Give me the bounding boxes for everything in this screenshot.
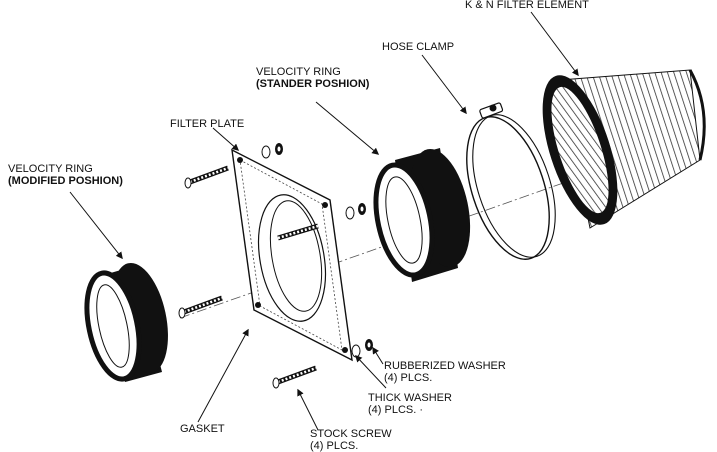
label-velocity-standard-line1: VELOCITY RING [256,66,341,78]
label-kn-filter-element: K & N FILTER ELEMENT [465,0,589,11]
label-stock-screw: STOCK SCREW (4) PLCS. [310,428,392,452]
label-velocity-standard-line2: (STANDER POSHION) [256,78,370,90]
filter-plate [231,148,353,362]
label-velocity-ring-modified: VELOCITY RING (MODIFIED POSHION) [8,163,123,187]
stock-screws [178,165,319,389]
label-rubberized-washer-line1: RUBBERIZED WASHER [384,360,506,372]
label-thick-washer-line1: THICK WASHER [368,392,452,404]
kn-filter-element [542,69,706,229]
label-velocity-modified-line1: VELOCITY RING [8,163,93,175]
washers-lower [351,339,373,358]
label-thick-washer: THICK WASHER (4) PLCS. · [368,392,452,416]
label-hose-clamp: HOSE CLAMP [382,41,454,53]
label-hose-clamp-text: HOSE CLAMP [382,41,455,53]
label-rubberized-washer-line2: (4) PLCS. [384,372,433,384]
label-filter-plate: FILTER PLATE [170,118,244,130]
label-stock-screw-line2: (4) PLCS. [310,440,359,452]
velocity-ring-standard [373,148,471,282]
label-velocity-ring-standard: VELOCITY RING (STANDER POSHION) [256,66,369,90]
label-rubberized-washer: RUBBERIZED WASHER (4) PLCS. [384,360,506,384]
label-velocity-modified-line2: (MODIFIED POSHION) [8,175,123,187]
label-kn-filter-text: K & N FILTER ELEMENT [465,0,589,11]
label-gasket-text: GASKET [180,423,225,435]
label-thick-washer-line2: (4) PLCS. · [368,404,424,416]
label-filter-plate-text: FILTER PLATE [170,118,245,130]
washers-upper [261,143,366,220]
velocity-ring-modified [84,262,168,382]
label-stock-screw-line1: STOCK SCREW [310,428,392,440]
leader-lines [69,11,579,431]
label-gasket: GASKET [180,423,225,435]
hose-clamp [466,102,556,260]
